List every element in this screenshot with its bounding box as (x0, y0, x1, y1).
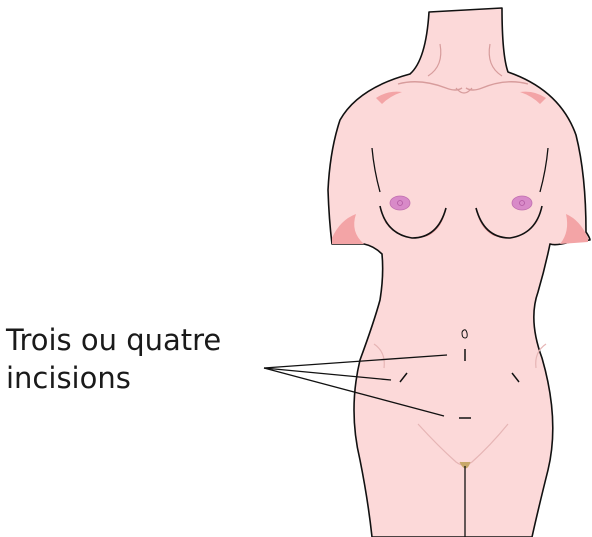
callout-line-2: incisions (6, 359, 221, 397)
left-nipple-icon (390, 196, 410, 210)
right-nipple-icon (512, 196, 532, 210)
torso-body (328, 8, 590, 537)
incisions-callout-label: Trois ou quatre incisions (6, 321, 221, 397)
callout-line-1: Trois ou quatre (6, 321, 221, 359)
